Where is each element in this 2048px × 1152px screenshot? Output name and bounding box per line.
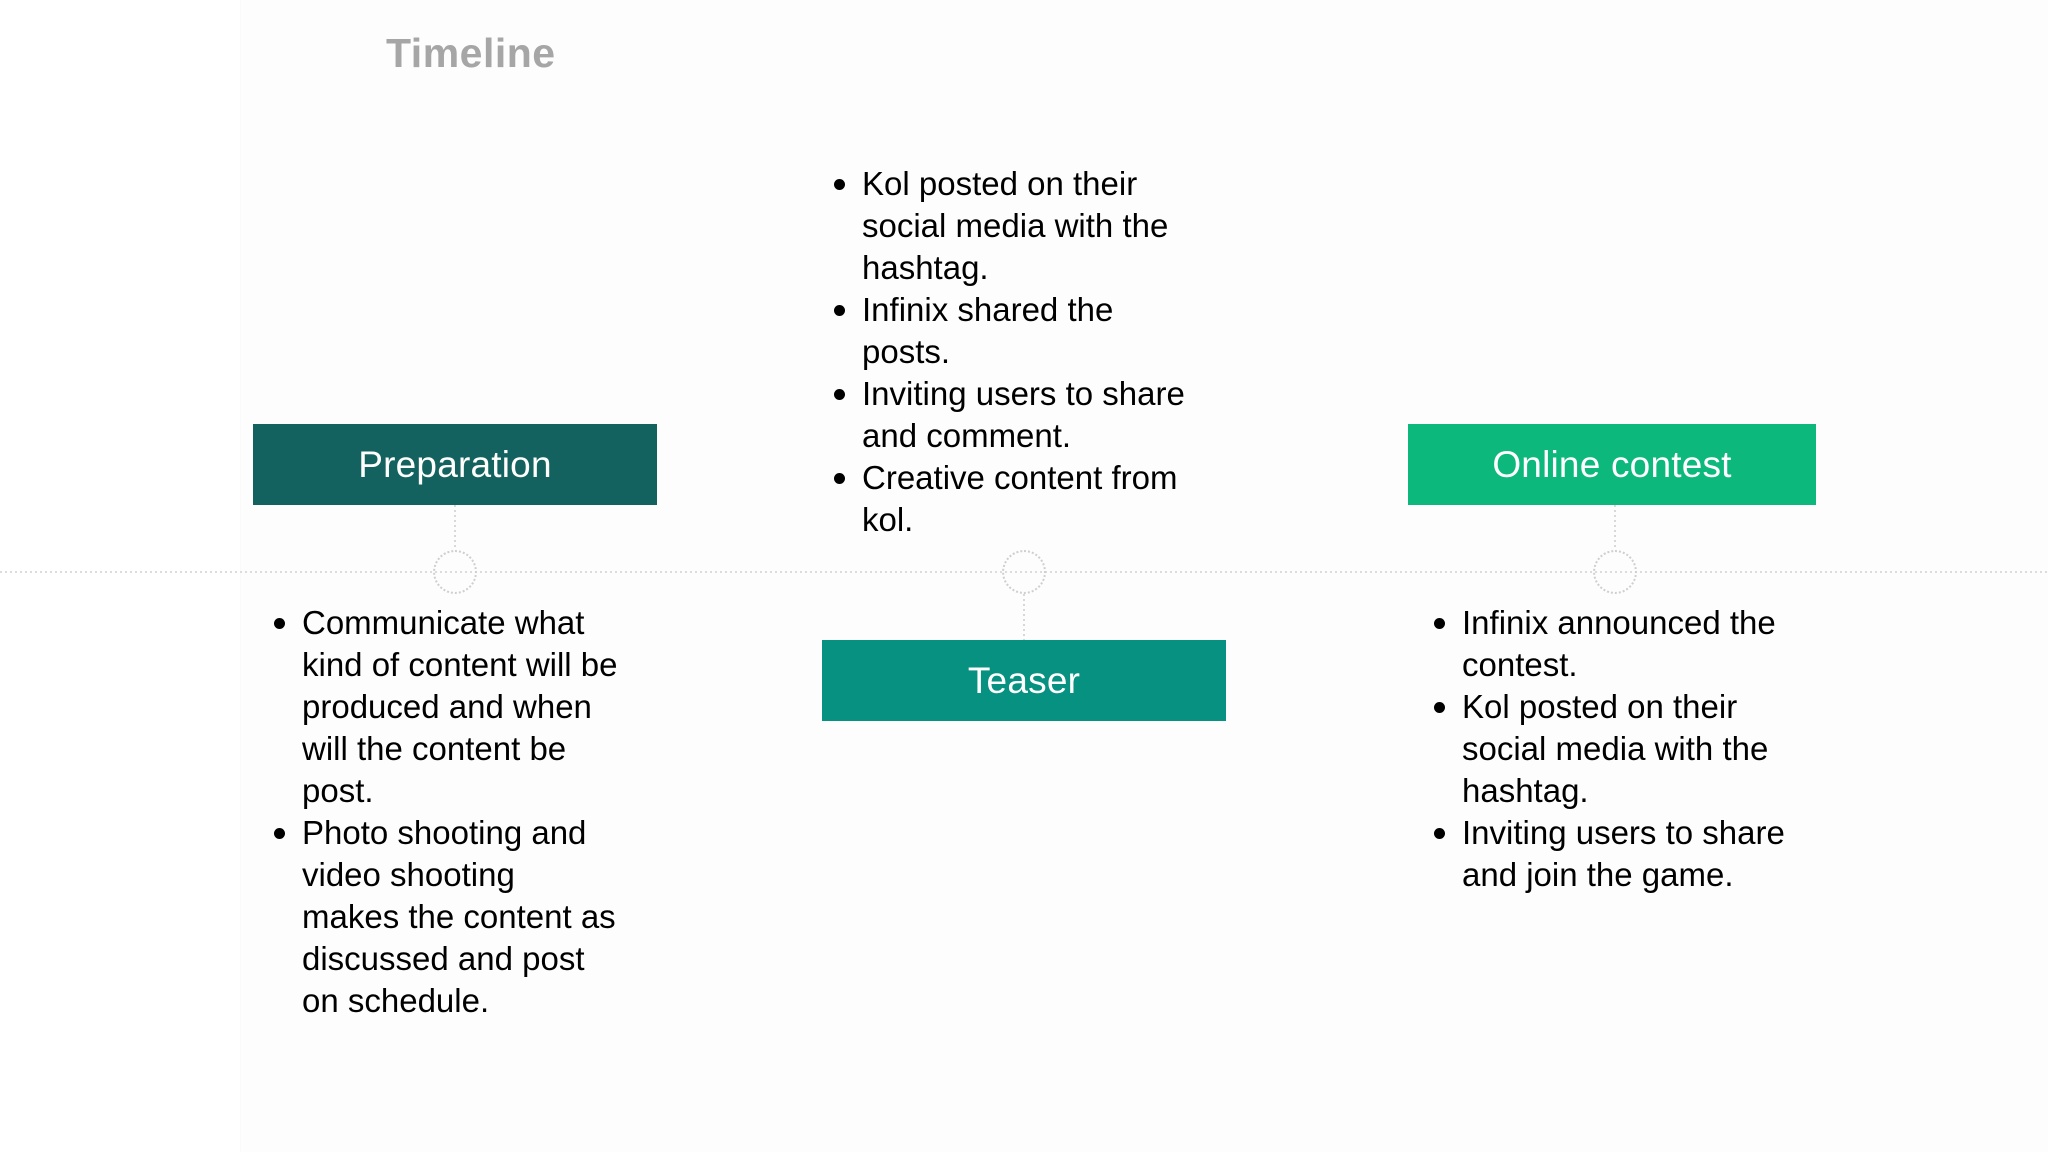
bullet-dot-icon (1434, 828, 1445, 839)
bullet-dot-icon (1434, 618, 1445, 629)
list-item: Inviting users to share and join the gam… (1430, 812, 1790, 896)
phase-box-preparation[interactable]: Preparation (253, 424, 657, 505)
list-item-text: Communicate what kind of content will be… (302, 604, 618, 809)
bullet-dot-icon (274, 828, 285, 839)
bullet-list-preparation: Communicate what kind of content will be… (270, 602, 620, 1022)
list-item-text: Infinix announced the contest. (1462, 604, 1776, 683)
list-item: Creative content from kol. (830, 457, 1200, 541)
list-item-text: Inviting users to share and join the gam… (1462, 814, 1785, 893)
list-item-text: Kol posted on their social media with th… (862, 165, 1169, 286)
list-item: Kol posted on their social media with th… (1430, 686, 1790, 812)
connector-stem-preparation (454, 505, 456, 550)
list-item-text: Infinix shared the posts. (862, 291, 1114, 370)
bullet-list-teaser: Kol posted on their social media with th… (830, 163, 1200, 541)
page-title: Timeline (386, 30, 556, 76)
connector-stem-teaser (1023, 594, 1025, 640)
list-item: Inviting users to share and comment. (830, 373, 1200, 457)
phase-label-online-contest: Online contest (1492, 443, 1732, 485)
list-item: Communicate what kind of content will be… (270, 602, 620, 812)
list-item: Infinix announced the contest. (1430, 602, 1790, 686)
list-item: Kol posted on their social media with th… (830, 163, 1200, 289)
list-item: Photo shooting and video shooting makes … (270, 812, 620, 1022)
bullet-dot-icon (274, 618, 285, 629)
list-item-text: Photo shooting and video shooting makes … (302, 814, 616, 1019)
phase-box-online-contest[interactable]: Online contest (1408, 424, 1816, 505)
list-item-text: Inviting users to share and comment. (862, 375, 1185, 454)
bullet-dot-icon (834, 389, 845, 400)
bullet-list-online-contest: Infinix announced the contest. Kol poste… (1430, 602, 1790, 896)
milestone-marker-online-contest[interactable] (1593, 550, 1637, 594)
milestone-marker-preparation[interactable] (433, 550, 477, 594)
bullet-dot-icon (834, 473, 845, 484)
bullet-dot-icon (834, 305, 845, 316)
milestone-marker-teaser[interactable] (1002, 550, 1046, 594)
phase-label-preparation: Preparation (358, 443, 552, 485)
bullet-dot-icon (834, 179, 845, 190)
connector-stem-online-contest (1614, 505, 1616, 550)
phase-label-teaser: Teaser (967, 659, 1081, 701)
bullet-dot-icon (1434, 702, 1445, 713)
phase-box-teaser[interactable]: Teaser (822, 640, 1226, 721)
list-item: Infinix shared the posts. (830, 289, 1200, 373)
list-item-text: Kol posted on their social media with th… (1462, 688, 1769, 809)
list-item-text: Creative content from kol. (862, 459, 1178, 538)
